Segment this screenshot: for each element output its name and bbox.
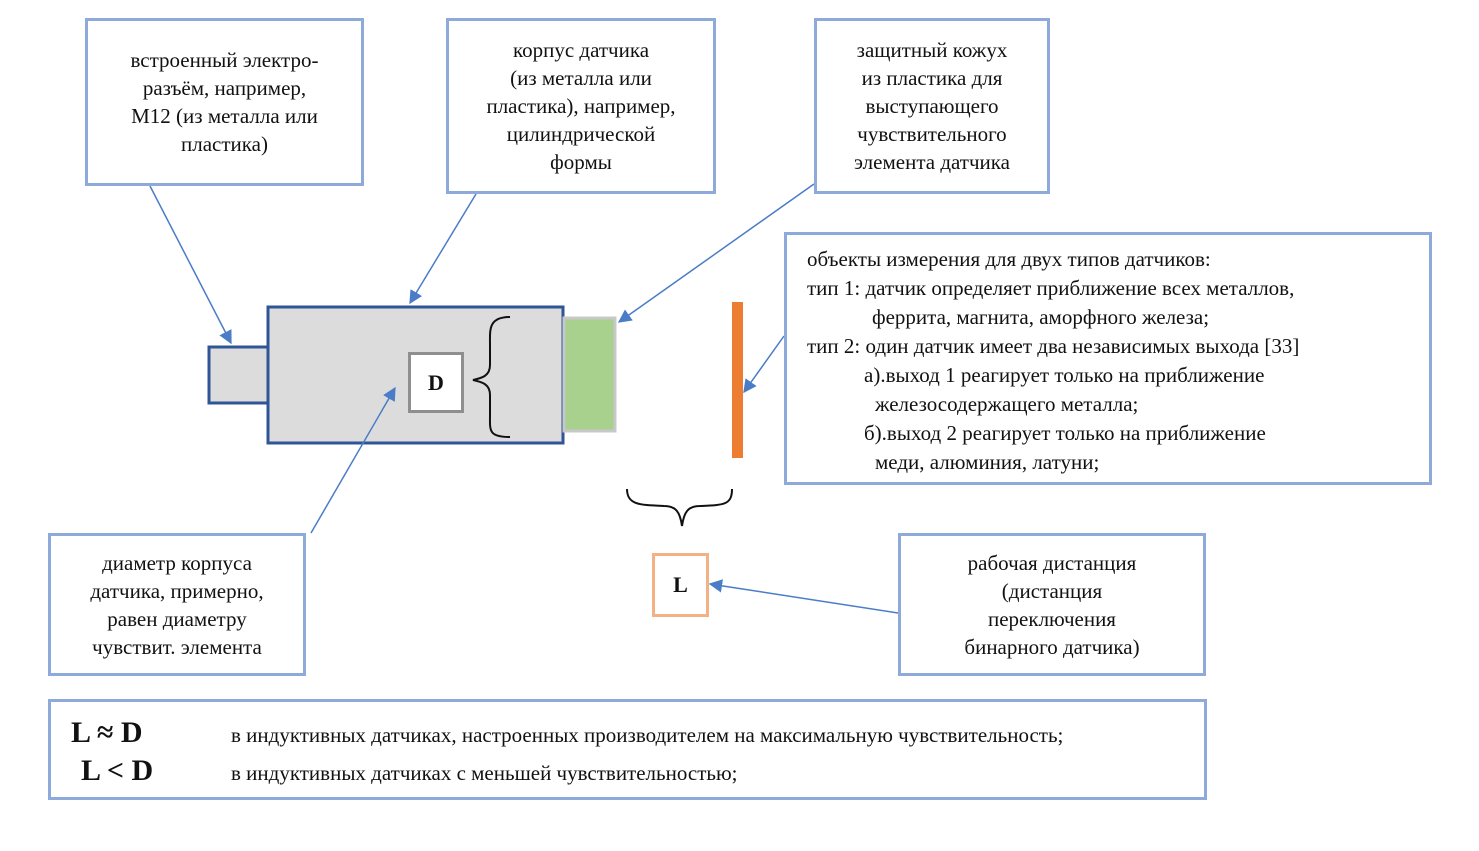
callout-line: защитный кожух [856, 38, 1008, 62]
callout-line: формы [550, 150, 612, 174]
formula-row-approx: L ≈ D в индуктивных датчиках, настроенны… [71, 716, 1063, 750]
objects-line: тип 1: датчик определяет приближение все… [807, 276, 1295, 300]
objects-line: тип 2: один датчик имеет два независимых… [807, 334, 1300, 358]
callout-line: переключения [988, 606, 1116, 631]
objects-line: железосодержащего металла; [875, 392, 1139, 416]
l-label-text: L [673, 572, 688, 597]
callout-line: датчика, примерно, [90, 578, 264, 603]
callout-line: пластика), например, [486, 94, 676, 118]
callout-line: пластика) [181, 132, 268, 156]
formula-less-text: в индуктивных датчиках с меньшей чувстви… [231, 761, 738, 785]
connector-callout: встроенный электро- разъём, например, M1… [85, 18, 364, 186]
callout-line: чувствит. элемента [92, 634, 262, 659]
callout-line: рабочая дистанция [967, 550, 1137, 575]
arrow-distance [708, 579, 899, 614]
objects-line: объекты измерения для двух типов датчико… [807, 247, 1211, 271]
formula-box: L ≈ D в индуктивных датчиках, настроенны… [48, 699, 1207, 800]
measurement-objects-box: объекты измерения для двух типов датчико… [784, 232, 1432, 485]
protective-cover-shape [562, 316, 617, 433]
callout-line: из пластика для [861, 66, 1003, 90]
callout-line: M12 (из металла или [131, 104, 318, 128]
arrow-connector [149, 185, 232, 345]
protective-cover-callout: защитный кожух из пластика для выступающ… [814, 18, 1050, 194]
formula-approx: L ≈ D [71, 716, 143, 749]
sensor-body-callout: корпус датчика (из металла или пластика)… [446, 18, 716, 194]
objects-line: а).выход 1 реагирует только на приближен… [864, 363, 1265, 387]
diameter-d-label: D [408, 352, 464, 413]
objects-line: феррита, магнита, аморфного железа; [872, 305, 1210, 329]
working-distance-callout: рабочая дистанция (дистанция переключени… [898, 533, 1206, 676]
callout-line: равен диаметру [107, 606, 247, 631]
arrow-diameter [310, 386, 396, 534]
formula-approx-text: в индуктивных датчиках, настроенных прои… [231, 723, 1064, 747]
callout-line: разъём, например, [142, 76, 307, 100]
callout-line: выступающего [865, 94, 999, 118]
diameter-callout: диаметр корпуса датчика, примерно, равен… [48, 533, 306, 676]
callout-line: (дистанция [1001, 578, 1103, 603]
objects-line: меди, алюминия, латуни; [875, 450, 1100, 474]
distance-brace [626, 488, 733, 527]
formula-row-less: L < D в индуктивных датчиках с меньшей ч… [71, 754, 737, 788]
objects-line: б).выход 2 реагирует только на приближен… [864, 421, 1266, 445]
callout-line: (из металла или [510, 66, 652, 90]
formula-less: L < D [81, 754, 154, 787]
arrow-target [743, 335, 785, 394]
arrow-cover [617, 183, 815, 323]
callout-line: элемента датчика [854, 150, 1010, 174]
callout-line: цилиндрической [506, 122, 656, 146]
arrow-body [409, 193, 477, 305]
connector-shape [207, 345, 271, 405]
callout-line: встроенный электро- [130, 48, 319, 72]
callout-line: бинарного датчика) [964, 634, 1140, 659]
callout-line: корпус датчика [512, 38, 650, 62]
callout-line: диаметр корпуса [102, 550, 252, 575]
d-label-text: D [428, 369, 444, 395]
target-object-bar [732, 302, 743, 458]
distance-l-label: L [652, 553, 709, 617]
callout-line: чувствительного [857, 122, 1007, 146]
sensing-element-brace [472, 316, 511, 438]
